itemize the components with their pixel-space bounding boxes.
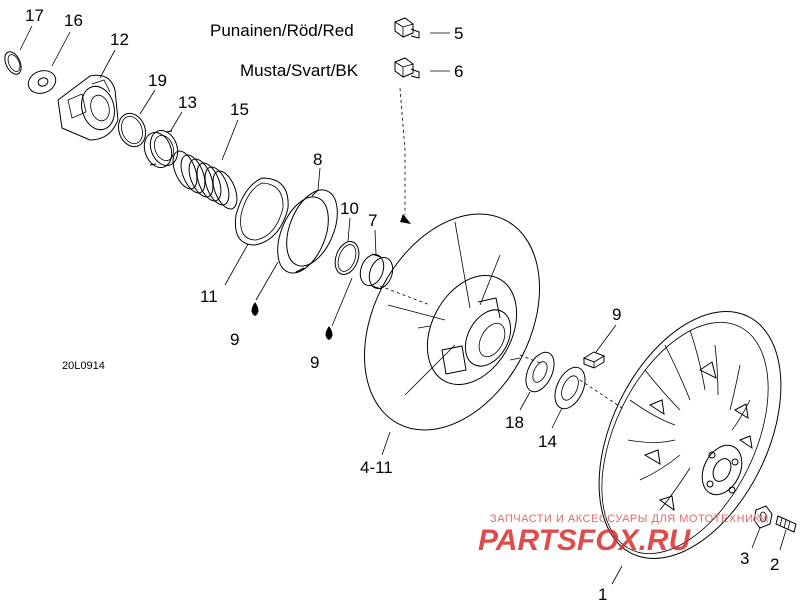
screw-red-icon [394, 17, 420, 39]
fan-sheave-part [598, 311, 782, 559]
part-label-17: 17 [25, 6, 44, 25]
red-color-label: Punainen/Röd/Red [210, 21, 354, 40]
part-label-9-a: 9 [230, 330, 239, 349]
bolt-part [775, 515, 797, 533]
circlip-part [4, 51, 22, 75]
part-label-15: 15 [230, 100, 249, 119]
part-label-7: 7 [368, 211, 377, 230]
washer-part [27, 70, 57, 94]
part-label-18: 18 [505, 413, 524, 432]
o-ring-part [117, 112, 147, 148]
part-label-13: 13 [178, 93, 197, 112]
sleeve-part [359, 253, 394, 290]
sheave-disc-part [363, 213, 541, 431]
part-label-3: 3 [740, 549, 749, 568]
part-label-2: 2 [770, 555, 779, 574]
part-label-19: 19 [148, 71, 167, 90]
diagram-code: 20L0914 [62, 360, 105, 372]
bushing-part [143, 130, 179, 168]
nut-part [753, 505, 773, 529]
cover-ring-part [277, 189, 338, 274]
oil-drop-icon [325, 326, 333, 340]
cam-part [57, 74, 119, 141]
part-label-5: 5 [454, 24, 463, 43]
key-part [582, 351, 606, 369]
watermark-tagline: ЗАПЧАСТИ И АКСЕССУАРЫ ДЛЯ МОТОТЕХНИКИ [490, 513, 769, 525]
part-label-10: 10 [340, 199, 359, 218]
o-ring-small-part [334, 241, 360, 275]
watermark-brand: PARTSFOX.RU [478, 524, 692, 557]
part-label-9-b: 9 [310, 353, 319, 372]
spring-part [172, 150, 238, 210]
part-label-9-c: 9 [612, 305, 621, 324]
black-color-label: Musta/Svart/BK [240, 61, 359, 80]
screw-black-icon [394, 57, 420, 79]
part-label-11: 11 [200, 287, 218, 306]
spacer-washer-part [554, 366, 586, 410]
part-label-1: 1 [598, 585, 607, 604]
oil-drop-icon [251, 302, 259, 316]
part-label-12: 12 [110, 30, 129, 49]
washer-large-part [525, 351, 555, 393]
part-label-6: 6 [454, 62, 463, 81]
part-label-4-11: 4-11 [360, 458, 393, 477]
part-label-16: 16 [64, 11, 83, 30]
part-label-8: 8 [313, 150, 322, 169]
retaining-ring-part [234, 177, 289, 246]
part-label-14: 14 [538, 432, 557, 451]
